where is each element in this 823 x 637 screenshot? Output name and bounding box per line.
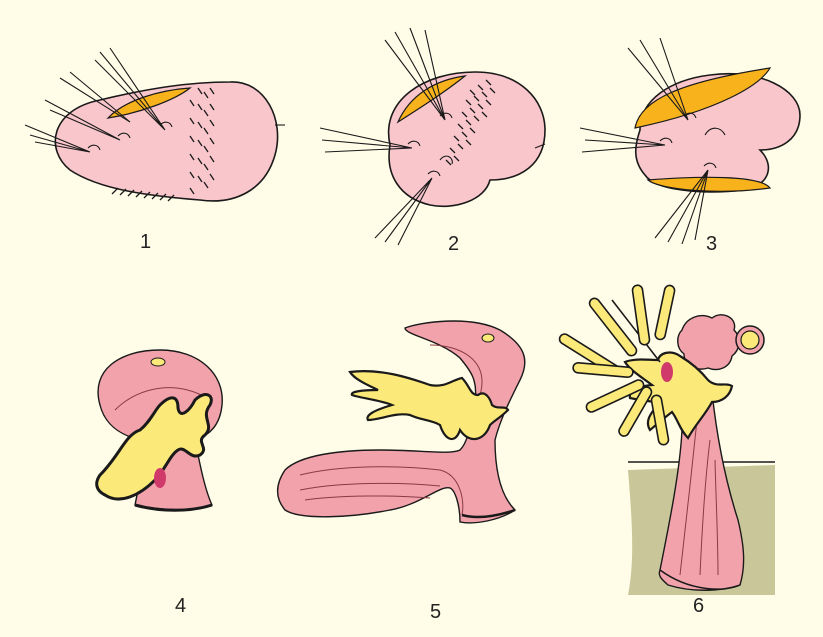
panel-4-spot xyxy=(154,468,166,488)
panel-6-label: 6 xyxy=(693,595,704,617)
panel-3-label: 3 xyxy=(706,233,717,255)
panel-2-label: 2 xyxy=(448,233,459,255)
panel-1-label: 1 xyxy=(140,231,151,253)
panel-5-label: 5 xyxy=(430,601,441,623)
panel-4-label: 4 xyxy=(175,595,186,617)
